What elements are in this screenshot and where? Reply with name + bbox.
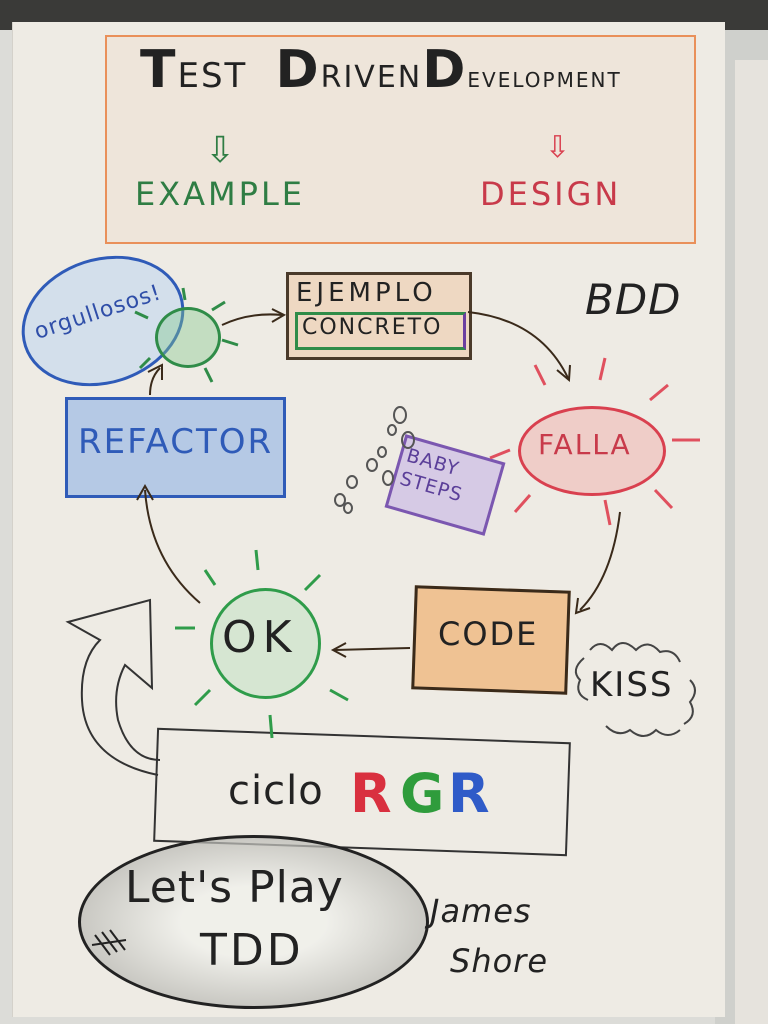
lets-play-label: Let's Play	[125, 862, 344, 913]
kiss-cloud-icon	[574, 642, 696, 737]
arrow-falla-to-code	[579, 511, 621, 611]
ok-rays	[175, 549, 349, 739]
title-letter-d: D	[275, 40, 321, 100]
arrow-code-to-ok	[334, 647, 411, 651]
arrow-sun-to-ejemplo	[221, 313, 283, 326]
concreto-label: CONCRETO	[302, 315, 443, 340]
title-letter-d2: D	[422, 40, 468, 100]
arrowhead-sun-to-ejemplo	[271, 308, 287, 323]
green-down-arrow-icon: ⇩	[205, 130, 236, 171]
concreto-frame	[295, 312, 466, 350]
design-label: DESIGN	[480, 175, 622, 213]
author-last-name: Shore	[450, 942, 549, 980]
arrow-ejemplo-to-falla	[467, 311, 569, 379]
flipchart-paper	[12, 22, 725, 1017]
arrowhead-refactor-to-sun	[147, 363, 163, 380]
title-frame	[105, 35, 696, 244]
hatch-mark	[91, 929, 127, 956]
sun-rays	[134, 287, 239, 383]
arrow-refactor-to-sun	[149, 367, 161, 396]
refactor-box	[65, 397, 286, 498]
code-label: CODE	[438, 615, 539, 653]
footprints-icon	[334, 406, 415, 514]
author-first-name: James	[430, 892, 532, 930]
ok-label: OK	[222, 612, 298, 663]
title-word-development: EVELOPMENT	[467, 68, 622, 92]
poster-title: TEST DRIVENDEVELOPMENT	[140, 40, 622, 100]
falla-rays	[489, 357, 700, 526]
title-word-driven: RIVEN	[320, 60, 423, 95]
lets-play-oval	[78, 835, 429, 1009]
rgr-green-letter: G	[400, 762, 446, 825]
falla-label: FALLA	[538, 428, 632, 461]
arrowhead-code-to-ok	[330, 642, 347, 658]
title-word-test: EST	[177, 56, 248, 96]
title-letter-t: T	[140, 40, 178, 100]
rgr-blue-letter: R	[448, 762, 491, 825]
red-down-arrow-icon: ⇩	[545, 130, 571, 165]
adjacent-poster-edge	[735, 60, 768, 1024]
cycle-loop-arrow-icon	[65, 598, 161, 776]
refactor-label: REFACTOR	[78, 422, 274, 462]
arrowhead-ok-to-refactor	[136, 483, 154, 501]
bdd-label: BDD	[585, 275, 682, 324]
kiss-label: KISS	[590, 665, 674, 705]
falla-oval	[518, 406, 666, 496]
arrow-ok-to-refactor	[144, 489, 201, 604]
arrowhead-ejemplo-to-falla	[556, 364, 571, 383]
green-sun-icon	[155, 307, 221, 368]
rgr-red-letter: R	[350, 762, 393, 825]
ciclo-label: ciclo	[228, 768, 324, 814]
arrowhead-falla-to-code	[574, 597, 591, 615]
ok-circle	[210, 588, 321, 699]
example-label: EXAMPLE	[135, 175, 305, 213]
tdd-label: TDD	[200, 925, 304, 976]
ejemplo-label: EJEMPLO	[296, 278, 437, 308]
ejemplo-concreto-box	[286, 272, 472, 360]
